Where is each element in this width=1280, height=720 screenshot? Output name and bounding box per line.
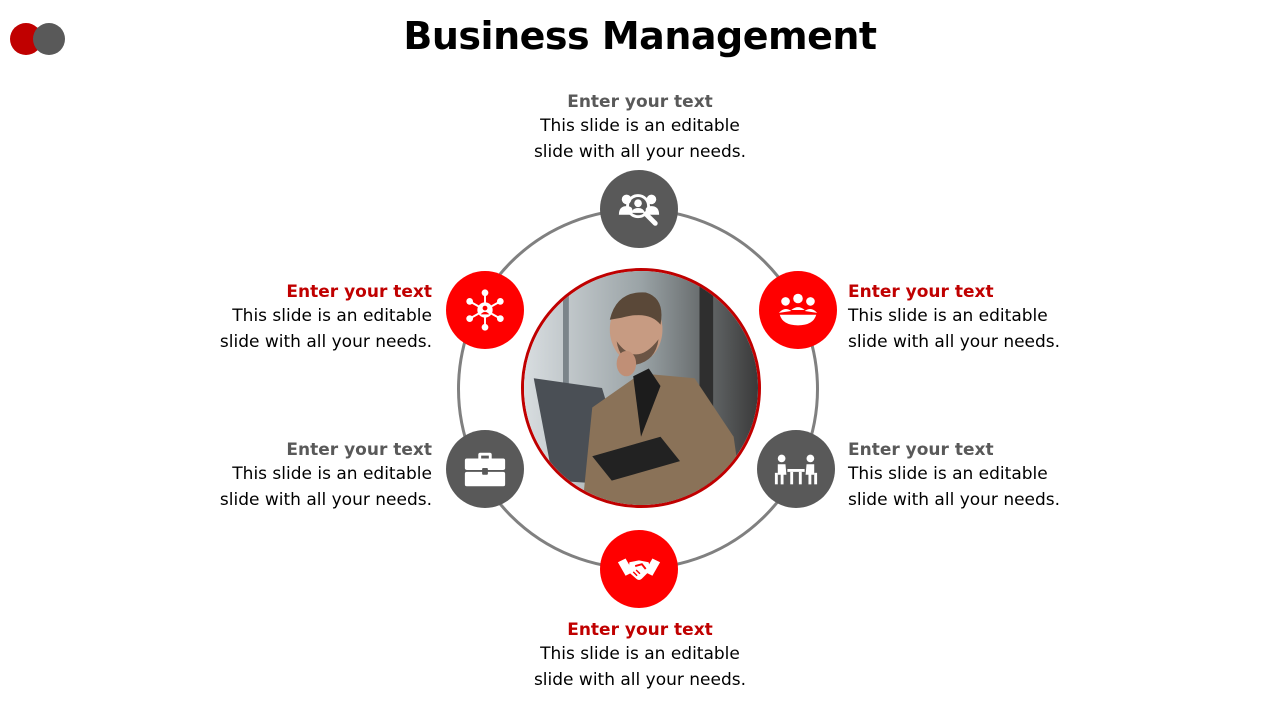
label-heading: Enter your text (567, 620, 713, 640)
label-heading: Enter your text (567, 92, 713, 112)
label-lower-left: Enter your text This slide is an editabl… (132, 439, 432, 513)
slide-title: Business Management (403, 14, 877, 58)
label-heading: Enter your text (286, 282, 432, 302)
network-icon (466, 289, 504, 331)
label-text: This slide is an editable slide with all… (848, 464, 1061, 510)
label-text: This slide is an editable slide with all… (533, 644, 747, 690)
briefcase-icon (464, 452, 506, 487)
label-upper-right: Enter your text This slide is an editabl… (848, 281, 1148, 355)
node-briefcase (446, 430, 524, 508)
label-text: This slide is an editable slide with all… (533, 116, 747, 162)
label-heading: Enter your text (848, 440, 994, 460)
node-team-search (600, 170, 678, 248)
label-upper-left: Enter your text This slide is an editabl… (132, 281, 432, 355)
label-text: This slide is an editable slide with all… (848, 306, 1061, 352)
node-meeting (759, 271, 837, 349)
team-search-icon (618, 194, 660, 226)
photo-illustration (524, 271, 758, 505)
center-photo (521, 268, 761, 508)
node-interview (757, 430, 835, 508)
logo-dot-gray (33, 23, 65, 55)
meeting-icon (778, 293, 818, 326)
interview-icon (774, 454, 818, 485)
label-text: This slide is an editable slide with all… (219, 464, 432, 510)
label-heading: Enter your text (286, 440, 432, 460)
label-text: This slide is an editable slide with all… (219, 306, 432, 352)
label-top: Enter your text This slide is an editabl… (490, 91, 790, 165)
node-network (446, 271, 524, 349)
label-lower-right: Enter your text This slide is an editabl… (848, 439, 1148, 513)
label-bottom: Enter your text This slide is an editabl… (490, 619, 790, 693)
node-handshake (600, 530, 678, 608)
logo (10, 23, 66, 55)
label-heading: Enter your text (848, 282, 994, 302)
handshake-icon (617, 558, 661, 581)
